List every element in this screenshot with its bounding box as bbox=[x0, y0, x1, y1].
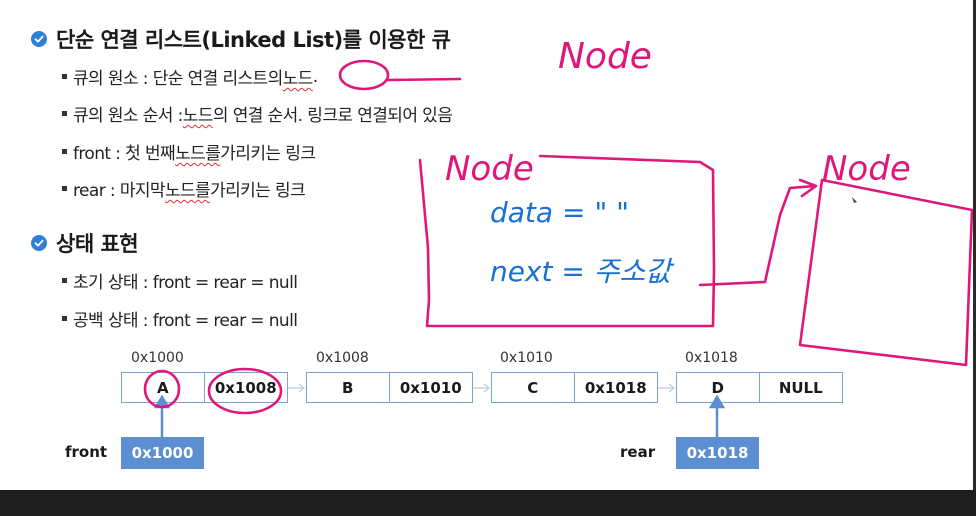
square-bullet-icon bbox=[62, 186, 67, 191]
video-bottom-bar bbox=[0, 490, 976, 516]
check-bullet-icon bbox=[31, 31, 47, 47]
bullet-item-empty-state: 공백 상태 : front = rear = null bbox=[62, 306, 298, 331]
ink-word: Node bbox=[822, 149, 911, 189]
ink-arrowhead bbox=[798, 178, 818, 198]
window-edge bbox=[973, 0, 976, 490]
section-title-linked-queue: 단순 연결 리스트(Linked List)를 이용한 큐 bbox=[31, 24, 451, 54]
node-data-cell: B bbox=[307, 373, 390, 402]
node-link-cell: 0x1008 bbox=[214, 378, 277, 397]
bullet-item-initial-state: 초기 상태 : front = rear = null bbox=[62, 268, 298, 293]
cursor-icon bbox=[852, 197, 857, 203]
list-node-a: A 0x1008 bbox=[121, 372, 288, 403]
node-link-cell: 0x1018 bbox=[584, 378, 647, 397]
pointer-arrows bbox=[153, 394, 726, 437]
section-title-text: 단순 연결 리스트(Linked List)를 이용한 큐 bbox=[56, 28, 451, 52]
node-link-cell: 0x1010 bbox=[399, 378, 462, 397]
ink-node-box bbox=[418, 154, 716, 328]
front-pointer-box: 0x1000 bbox=[121, 437, 204, 469]
ink-next-line: next = 주소값 bbox=[490, 255, 675, 288]
list-node-b: B 0x1010 bbox=[306, 372, 473, 403]
section-title-state: 상태 표현 bbox=[31, 228, 139, 258]
list-node-d: D NULL bbox=[676, 372, 843, 403]
ink-line bbox=[386, 77, 462, 82]
square-bullet-icon bbox=[62, 74, 67, 79]
check-bullet-icon bbox=[31, 235, 47, 251]
list-node-c: C 0x1018 bbox=[491, 372, 658, 403]
square-bullet-icon bbox=[62, 149, 67, 154]
front-label: front bbox=[65, 443, 108, 461]
node-data-cell: A bbox=[122, 373, 205, 402]
ink-arrow bbox=[698, 184, 817, 287]
section-title-text: 상태 표현 bbox=[56, 232, 139, 256]
node-address-label: 0x1018 bbox=[685, 350, 738, 366]
node-data-cell: C bbox=[492, 373, 575, 402]
node-address-label: 0x1000 bbox=[131, 350, 184, 366]
ink-circle bbox=[338, 59, 390, 91]
node-data-cell: D bbox=[677, 373, 760, 402]
ink-node-box-2 bbox=[798, 178, 974, 367]
node-link-cell: NULL bbox=[778, 378, 823, 397]
square-bullet-icon bbox=[62, 316, 67, 321]
rear-label: rear bbox=[620, 443, 656, 461]
ink-word: Node bbox=[445, 149, 534, 189]
node-address-label: 0x1010 bbox=[500, 350, 553, 366]
node-address-label: 0x1008 bbox=[316, 350, 369, 366]
bullet-item-rear: rear : 마지막 노드를 가리키는 링크 bbox=[62, 176, 306, 201]
bullet-item-front: front : 첫 번째 노드를 가리키는 링크 bbox=[62, 139, 316, 164]
square-bullet-icon bbox=[62, 111, 67, 116]
rear-pointer-box: 0x1018 bbox=[676, 437, 759, 469]
square-bullet-icon bbox=[62, 278, 67, 283]
ink-data-line: data = " " bbox=[490, 196, 629, 229]
lecture-slide: 단순 연결 리스트(Linked List)를 이용한 큐 큐의 원소 : 단순… bbox=[31, 0, 976, 490]
bullet-item-queue-element: 큐의 원소 : 단순 연결 리스트의 노드. bbox=[62, 64, 318, 89]
ink-word: Node bbox=[558, 36, 652, 77]
